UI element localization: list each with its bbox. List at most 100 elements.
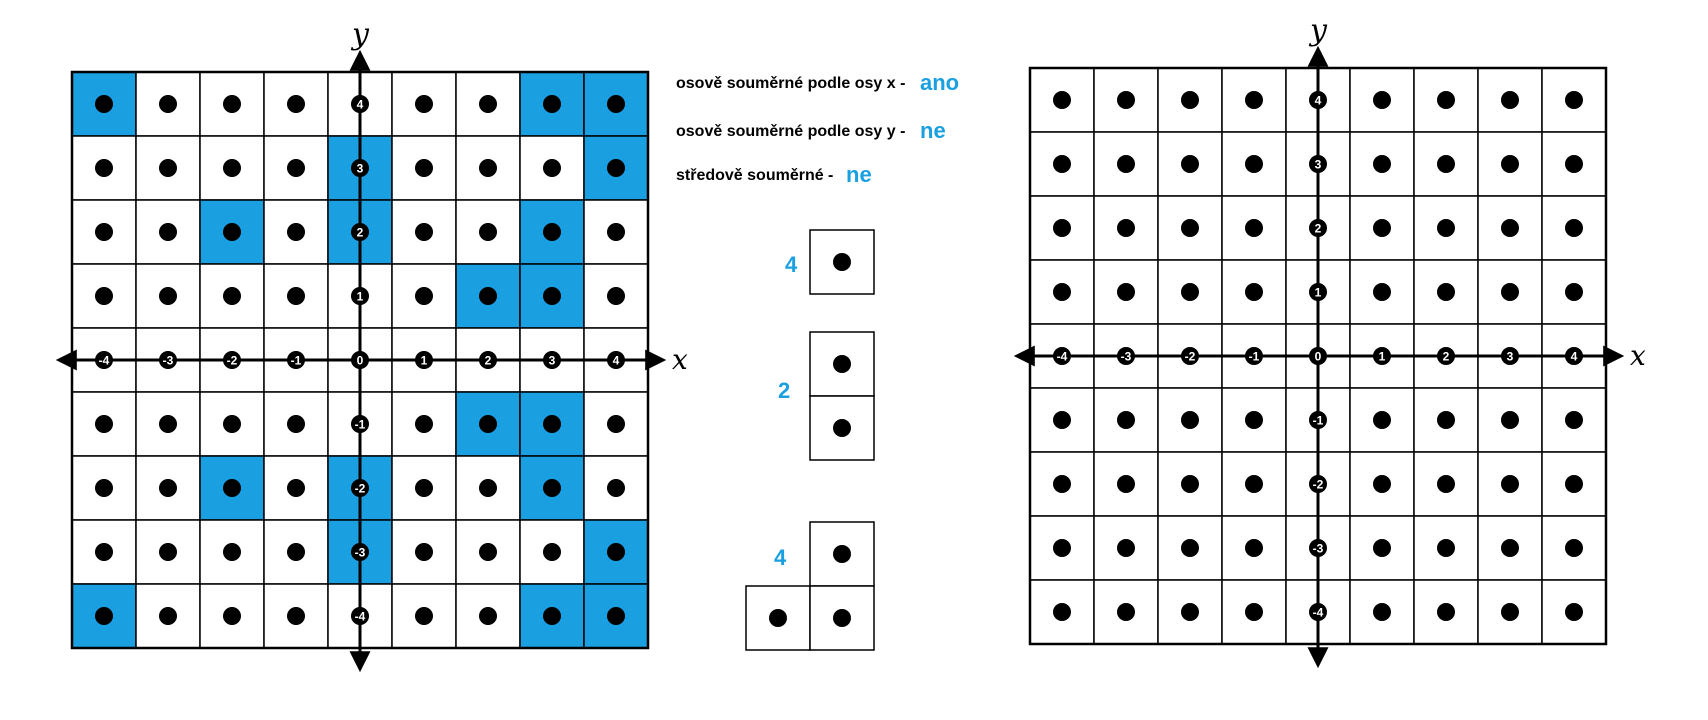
grid-dot bbox=[95, 287, 113, 305]
grid-dot bbox=[1373, 603, 1391, 621]
grid-dot bbox=[1501, 155, 1519, 173]
grid-dot bbox=[1053, 475, 1071, 493]
grid-dot bbox=[607, 287, 625, 305]
grid-dot bbox=[223, 351, 241, 369]
grid-dot bbox=[543, 95, 561, 113]
grid-dot bbox=[1373, 219, 1391, 237]
grid-dot bbox=[1437, 603, 1455, 621]
piece-dot bbox=[769, 609, 787, 627]
grid-dot bbox=[1245, 347, 1263, 365]
grid-dot bbox=[1245, 155, 1263, 173]
y-tick-label: 3 bbox=[357, 162, 364, 176]
grid-dot bbox=[1053, 283, 1071, 301]
grid-dot bbox=[1245, 283, 1263, 301]
grid-dot bbox=[479, 287, 497, 305]
grid-dot bbox=[351, 607, 369, 625]
grid-dot bbox=[223, 287, 241, 305]
grid-dot bbox=[95, 607, 113, 625]
grid-dot bbox=[1309, 347, 1327, 365]
x-tick-label: 3 bbox=[1507, 350, 1514, 364]
grid-dot bbox=[543, 159, 561, 177]
grid-dot bbox=[1437, 155, 1455, 173]
grid-dot bbox=[351, 415, 369, 433]
grid-dot bbox=[1309, 219, 1327, 237]
x-axis-label: x bbox=[672, 343, 688, 376]
shape-single-count: 4 bbox=[785, 252, 798, 277]
grid-dot bbox=[1117, 219, 1135, 237]
x-tick-label: 1 bbox=[1379, 350, 1386, 364]
piece-dot bbox=[833, 355, 851, 373]
grid-dot bbox=[1309, 539, 1327, 557]
grid-dot bbox=[1181, 155, 1199, 173]
grid-dot bbox=[415, 159, 433, 177]
grid-dot bbox=[1373, 283, 1391, 301]
grid-dot bbox=[1117, 347, 1135, 365]
grid-dot bbox=[1181, 475, 1199, 493]
y-tick-label: -4 bbox=[355, 610, 366, 624]
grid-dot bbox=[1117, 475, 1135, 493]
grid-dot bbox=[543, 607, 561, 625]
grid-dot bbox=[1565, 155, 1583, 173]
grid-cell bbox=[263, 199, 329, 265]
grid-cell bbox=[1029, 579, 1095, 645]
grid-dot bbox=[1117, 411, 1135, 429]
grid-dot bbox=[607, 159, 625, 177]
shape-tromino-count: 4 bbox=[774, 545, 787, 570]
grid-dot bbox=[159, 159, 177, 177]
grid-dot bbox=[95, 543, 113, 561]
y-tick-label: -2 bbox=[1313, 478, 1324, 492]
grid-dot bbox=[1437, 283, 1455, 301]
grid-dot bbox=[1309, 91, 1327, 109]
grid-dot bbox=[1373, 91, 1391, 109]
grid-dot bbox=[1565, 91, 1583, 109]
y-tick-label: 4 bbox=[1315, 94, 1322, 108]
grid-dot bbox=[415, 287, 433, 305]
grid-dot bbox=[479, 543, 497, 561]
grid-dot bbox=[543, 351, 561, 369]
grid-dot bbox=[1117, 91, 1135, 109]
x-tick-label: 2 bbox=[1443, 350, 1450, 364]
grid-dot bbox=[607, 223, 625, 241]
grid-dot bbox=[159, 543, 177, 561]
grid-dot bbox=[1181, 219, 1199, 237]
x-tick-label: 4 bbox=[1571, 350, 1578, 364]
grid-dot bbox=[159, 223, 177, 241]
grid-dot bbox=[1245, 539, 1263, 557]
piece-dot bbox=[833, 609, 851, 627]
grid-dot bbox=[351, 159, 369, 177]
grid-dot bbox=[1309, 155, 1327, 173]
grid-dot bbox=[1117, 539, 1135, 557]
x-tick-label: -4 bbox=[99, 354, 110, 368]
x-tick-label: 0 bbox=[1315, 350, 1322, 364]
grid-dot bbox=[1501, 219, 1519, 237]
shape-pieces bbox=[745, 229, 875, 651]
grid-dot bbox=[287, 351, 305, 369]
grid-dot bbox=[415, 607, 433, 625]
y-tick-label: 1 bbox=[1315, 286, 1322, 300]
grid-dot bbox=[159, 479, 177, 497]
grid-dot bbox=[1117, 603, 1135, 621]
grid-dot bbox=[415, 543, 433, 561]
grid-dot bbox=[223, 415, 241, 433]
grid-dot bbox=[1373, 475, 1391, 493]
grid-dot bbox=[1437, 347, 1455, 365]
grid-dot bbox=[1053, 539, 1071, 557]
grid-dot bbox=[607, 479, 625, 497]
grid-dot bbox=[223, 95, 241, 113]
grid-dot bbox=[287, 543, 305, 561]
grid-dot bbox=[479, 159, 497, 177]
x-tick-label: 0 bbox=[357, 354, 364, 368]
grid-dot bbox=[1501, 283, 1519, 301]
grid-dot bbox=[1181, 283, 1199, 301]
grid-dot bbox=[1437, 91, 1455, 109]
grid-dot bbox=[543, 415, 561, 433]
piece-dot bbox=[833, 253, 851, 271]
grid-dot bbox=[1309, 283, 1327, 301]
grid-dot bbox=[415, 415, 433, 433]
grid-dot bbox=[479, 479, 497, 497]
grid-dot bbox=[1245, 603, 1263, 621]
grid-dot bbox=[543, 287, 561, 305]
grid-dot bbox=[1565, 475, 1583, 493]
grid-dot bbox=[415, 351, 433, 369]
